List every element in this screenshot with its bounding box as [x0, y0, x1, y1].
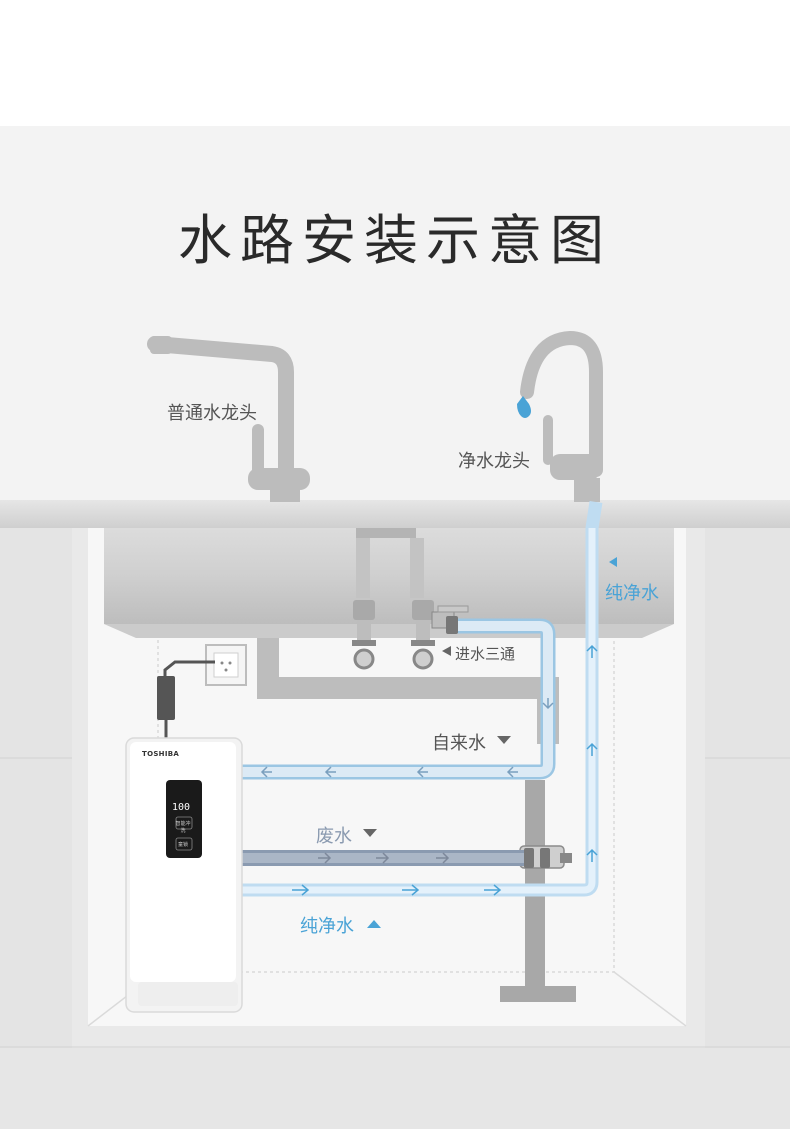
inlet-tee-marker-icon	[442, 646, 451, 656]
sink-basin	[104, 528, 674, 638]
power-outlet-icon	[205, 644, 247, 686]
page-title: 水路安装示意图	[178, 209, 612, 272]
device-brand-logo: TOSHIBA	[142, 750, 180, 758]
tap-water-arrows	[260, 698, 554, 778]
inlet-tee-icon	[437, 605, 469, 613]
waste-water-label: 废水	[316, 826, 352, 847]
floor	[0, 1048, 790, 1129]
purified-faucet-label: 净水龙头	[458, 451, 530, 472]
device-rinse-button[interactable]: 智能冲洗	[175, 821, 191, 834]
wall-background	[0, 126, 790, 506]
device-display-panel	[166, 780, 202, 858]
waste-water-marker-icon	[363, 829, 377, 837]
pure-water-label-bottom: 纯净水	[300, 916, 354, 937]
waste-water-arrows	[318, 852, 450, 864]
purified-faucet-icon	[520, 330, 603, 502]
pure-water-arrows	[292, 644, 598, 896]
tap-water-marker-icon	[497, 736, 511, 744]
pure-water-bottom-marker-icon	[367, 920, 381, 928]
pure-water-marker-icon	[609, 557, 617, 567]
pure-water-label-right: 纯净水	[605, 583, 659, 604]
inlet-tee-label: 进水三通	[455, 645, 516, 663]
tap-water-label: 自来水	[432, 733, 486, 754]
cabinet-right-panel	[705, 528, 790, 1048]
angle-valve-right-icon	[411, 600, 469, 670]
ordinary-faucet-label: 普通水龙头	[167, 403, 257, 424]
device-display-value: 100	[172, 802, 191, 813]
power-adapter-icon	[157, 676, 175, 720]
ordinary-faucet-icon	[147, 336, 310, 502]
countertop	[0, 500, 790, 528]
water-purifier-device	[125, 737, 243, 1013]
top-white-band	[0, 0, 790, 126]
water-drop-icon	[517, 396, 531, 418]
angle-valve-left-icon	[352, 600, 376, 670]
device-lock-button[interactable]: 童锁	[177, 842, 188, 848]
cabinet-left-panel	[0, 528, 72, 1048]
